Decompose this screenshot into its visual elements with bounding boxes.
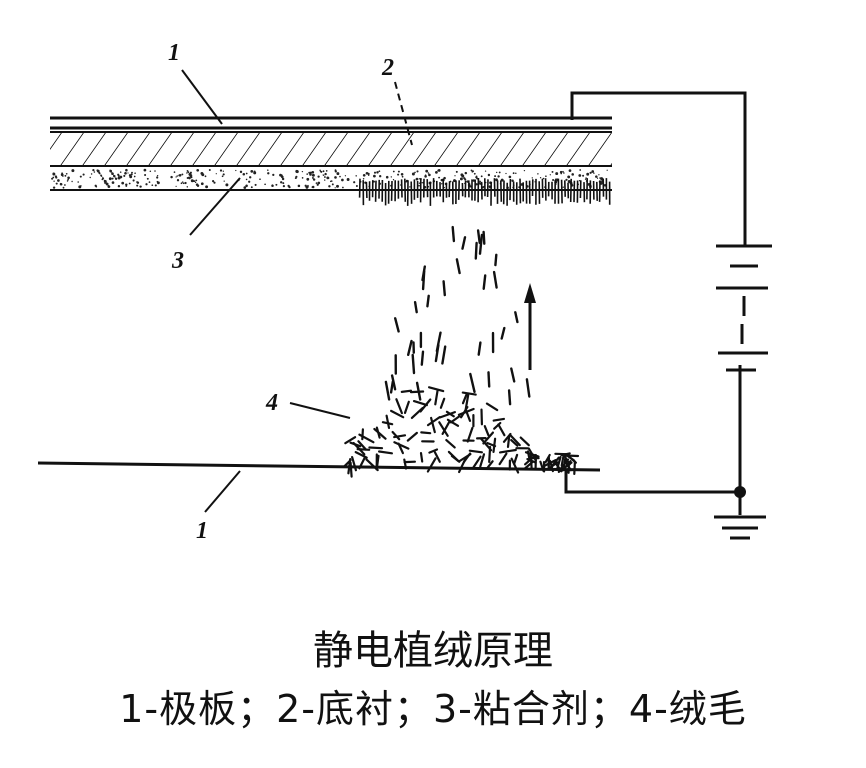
adhesive-layer xyxy=(50,168,612,191)
label-electrode-top: 1 xyxy=(168,40,180,66)
embedded-flock-fibers xyxy=(358,177,611,206)
flying-flock-fibers xyxy=(384,225,531,406)
caption-title: 静电植绒原理 xyxy=(313,628,553,674)
ground-icon xyxy=(714,515,766,540)
label-substrate: 2 xyxy=(381,55,394,81)
bottom-electrode-plate xyxy=(37,461,601,472)
junction-dot xyxy=(734,486,746,498)
flock-pile xyxy=(342,386,580,478)
leader-lines xyxy=(181,69,413,513)
upward-arrow xyxy=(524,283,536,370)
substrate-layer xyxy=(50,131,612,167)
electrostatic-flocking-diagram: 1 2 3 4 1 xyxy=(37,40,772,544)
top-electrode-plate xyxy=(50,116,612,130)
label-adhesive: 3 xyxy=(171,248,184,274)
battery-icon xyxy=(716,244,772,372)
label-flock: 4 xyxy=(265,390,278,416)
label-electrode-bottom: 1 xyxy=(196,518,208,544)
caption-legend: 1-极板；2-底衬；3-粘合剂；4-绒毛 xyxy=(119,687,747,731)
